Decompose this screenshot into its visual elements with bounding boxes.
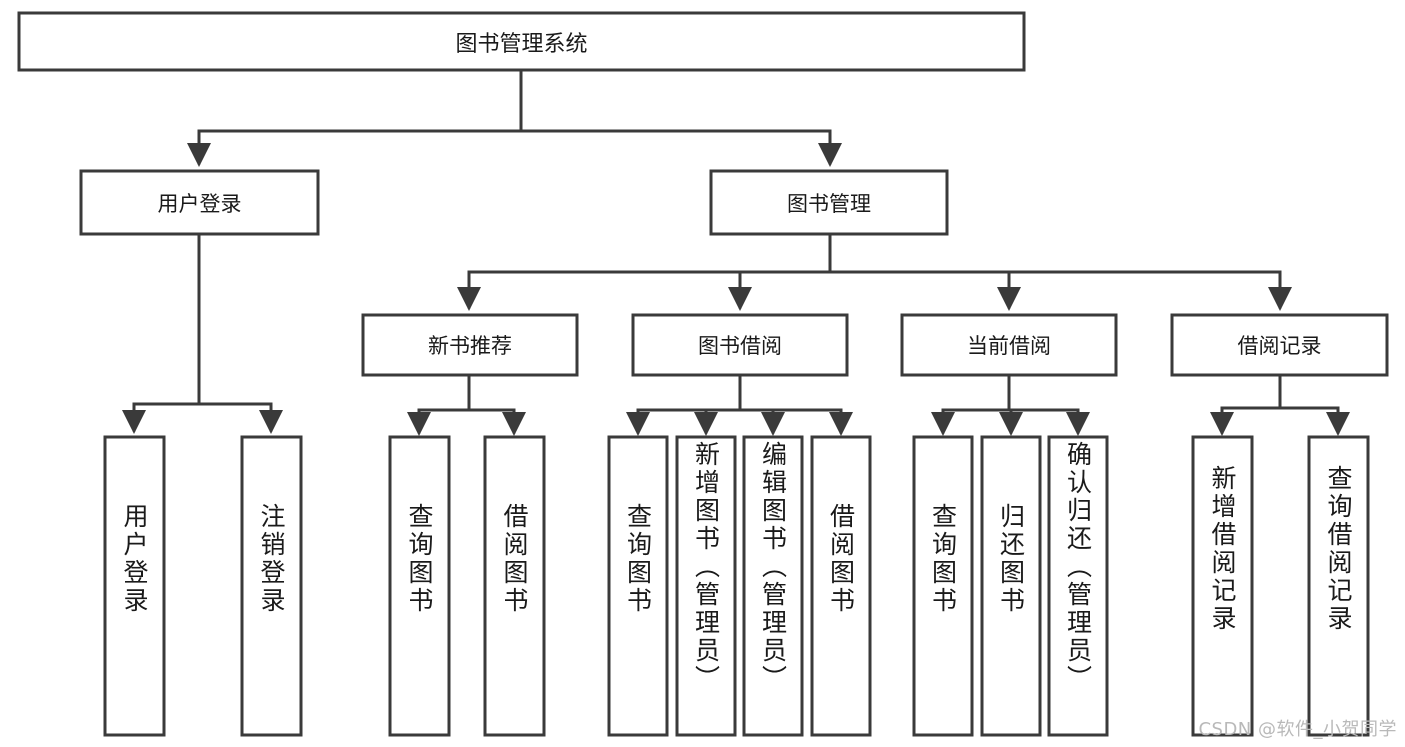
node-leaf-edit-book-admin[interactable] [742, 435, 804, 737]
node-leaf-borrow-book-bb[interactable] [810, 435, 872, 737]
node-borrow-record[interactable] [1170, 313, 1389, 377]
node-leaf-add-borrow-record[interactable] [1191, 435, 1254, 737]
node-leaf-query-book-bb[interactable] [607, 435, 669, 737]
node-leaf-query-borrow-record[interactable] [1307, 435, 1370, 737]
node-leaf-user-login[interactable] [103, 435, 166, 737]
node-leaf-add-book-admin[interactable] [675, 435, 737, 737]
node-book-management[interactable] [709, 169, 949, 236]
node-book-borrow[interactable] [631, 313, 849, 377]
node-leaf-return-book[interactable] [980, 435, 1042, 737]
node-leaf-logout-login[interactable] [240, 435, 303, 737]
node-user-login[interactable] [79, 169, 320, 236]
node-leaf-confirm-return-admin[interactable] [1047, 435, 1109, 737]
node-current-borrow[interactable] [900, 313, 1118, 377]
node-leaf-borrow-book-nbr[interactable] [483, 435, 546, 737]
node-root-book-management-system[interactable] [17, 11, 1026, 72]
watermark-csdn: CSDN @软件_小贺同学 [1198, 719, 1397, 740]
node-leaf-query-book-nbr[interactable] [388, 435, 451, 737]
node-leaf-query-book-cb[interactable] [912, 435, 974, 737]
node-new-book-recommend[interactable] [361, 313, 579, 377]
